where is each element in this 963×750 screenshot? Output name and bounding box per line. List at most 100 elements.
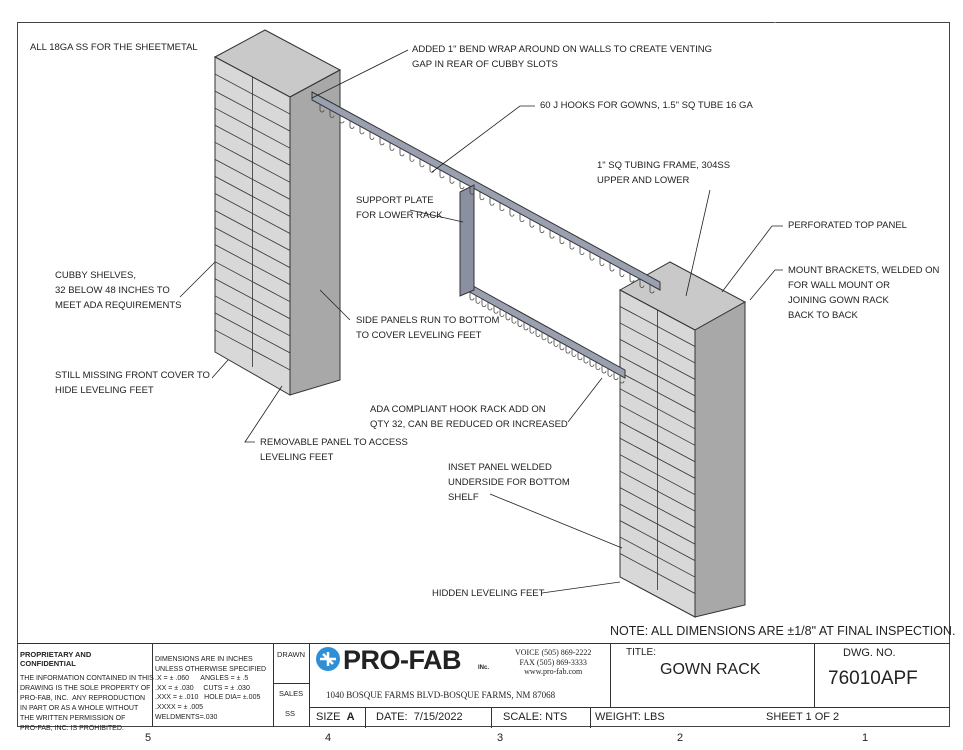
note-front-cover: STILL MISSING FRONT COVER TO HIDE LEVELI… [55, 370, 210, 396]
zone-3: 3 [497, 732, 504, 744]
j-hook [449, 175, 455, 184]
j-hook [649, 285, 655, 294]
note-support-plate: SUPPORT PLATE FOR LOWER RACK [356, 195, 443, 221]
leader-line [319, 289, 351, 321]
j-hook [479, 191, 485, 201]
j-hook [517, 318, 523, 327]
company-address: 1040 BOSQUE FARMS BLVD-BOSQUE FARMS, NM … [326, 690, 556, 700]
leader-line [179, 261, 216, 298]
zone-1: 1 [862, 732, 869, 744]
note-removable-panel: REMOVABLE PANEL TO ACCESS LEVELING FEET [260, 437, 408, 463]
zone-4: 4 [325, 732, 332, 744]
j-hook [469, 292, 475, 301]
j-hook [619, 375, 625, 384]
j-hook [419, 158, 425, 168]
j-hook [639, 279, 645, 288]
note-j-hooks: 60 J HOOKS FOR GOWNS, 1.5" SQ TUBE 16 GA [540, 100, 753, 111]
size-label: SIZE [316, 711, 341, 723]
size-value: A [346, 711, 355, 723]
j-hook [549, 230, 555, 239]
note-ada-hook-rack: ADA COMPLIANT HOOK RACK ADD ON QTY 32, C… [370, 404, 568, 430]
j-hook [339, 114, 345, 124]
j-hook [379, 136, 385, 146]
j-hook [349, 120, 355, 129]
j-hook [539, 224, 545, 234]
note-perforated-top: PERFORATED TOP PANEL [788, 220, 907, 231]
drawn-sales-cell: DRAWN SALES SS [274, 643, 310, 727]
note-bend-wrap: ADDED 1" BEND WRAP AROUND ON WALLS TO CR… [412, 44, 713, 70]
tolerances-text: DIMENSIONS ARE IN INCHES UNLESS OTHERWIS… [155, 656, 267, 721]
note-inset-panel: INSET PANEL WELDED UNDERSIDE FOR BOTTOM … [448, 462, 570, 503]
cabinet-side-panel [289, 69, 341, 396]
company-logo-text: PRO-FAB [343, 645, 462, 675]
scale: SCALE: NTS [503, 711, 568, 723]
leader-line [685, 189, 711, 297]
j-hook [607, 368, 613, 377]
j-hook [499, 202, 505, 212]
j-hook [609, 263, 615, 272]
note-tubing-frame: 1" SQ TUBING FRAME, 304SS UPPER AND LOWE… [597, 160, 731, 186]
j-hook [459, 180, 465, 190]
leader-line [541, 581, 621, 594]
j-hook [601, 365, 607, 374]
note-cubby-shelves: CUBBY SHELVES, 32 BELOW 48 INCHES TO MEE… [55, 270, 182, 311]
j-hook [595, 361, 601, 371]
tolerances-cell: DIMENSIONS ARE IN INCHES UNLESS OTHERWIS… [153, 643, 274, 727]
zone-2: 2 [677, 732, 684, 744]
sales-label: SALES [279, 689, 304, 698]
note-side-panels: SIDE PANELS RUN TO BOTTOM TO COVER LEVEL… [356, 315, 500, 341]
j-hook [481, 298, 487, 308]
company-inc: INc. [478, 665, 490, 671]
j-hook [569, 241, 575, 250]
j-hook [487, 301, 493, 311]
j-hook [589, 358, 595, 367]
contact-info: VOICE (505) 869-2222 FAX (505) 869-3333 … [515, 648, 592, 676]
sales-value: SS [285, 709, 296, 718]
leader-line [721, 225, 783, 293]
j-hook [329, 109, 335, 118]
j-hook [529, 325, 535, 334]
date-value: 7/15/2022 [413, 711, 463, 723]
j-hook [369, 131, 375, 140]
leader-line [567, 377, 603, 423]
weight: WEIGHT: LBS [595, 711, 665, 723]
dimension-note: NOTE: ALL DIMENSIONS ARE ±1/8" AT FINAL … [610, 624, 956, 638]
j-hook [319, 104, 325, 113]
j-hook [469, 186, 475, 195]
j-hook [559, 341, 565, 351]
note-mount-brackets: MOUNT BRACKETS, WELDED ON FOR WALL MOUNT… [788, 265, 940, 321]
j-hook [583, 355, 589, 364]
proprietary-cell: PROPRIETARY AND CONFIDENTIAL THE INFORMA… [17, 643, 154, 732]
j-hook [579, 246, 585, 255]
title-block [17, 643, 950, 727]
j-hook [599, 257, 605, 266]
j-hook [541, 331, 547, 341]
drawn-label: DRAWN [277, 650, 306, 659]
j-hook [553, 338, 559, 347]
leader-line [311, 49, 409, 99]
j-hook [359, 125, 365, 135]
hook-rack [311, 91, 661, 379]
sheet-number: SHEET 1 OF 2 [766, 711, 840, 723]
title-label: TITLE: [626, 647, 657, 658]
zone-5: 5 [145, 732, 152, 744]
j-hook [511, 315, 517, 324]
leader-line [489, 493, 623, 549]
dwg-number: 76010APF [828, 668, 918, 689]
proprietary-text: THE INFORMATION CONTAINED IN THIS DRAWIN… [20, 675, 154, 732]
j-hook [529, 219, 535, 228]
j-hook [535, 328, 541, 337]
title-cell: TITLE: GOWN RACK [610, 643, 815, 707]
leader-line [211, 359, 229, 379]
pro-fab-logo-icon [314, 646, 346, 672]
drawing-border [17, 22, 950, 727]
j-hook [629, 274, 635, 283]
j-hook [547, 335, 553, 344]
cabinet-side-panel [694, 301, 746, 618]
j-hook [389, 142, 395, 151]
j-hook [399, 147, 405, 157]
leader-line [749, 269, 783, 301]
j-hook [519, 213, 525, 223]
proprietary-heading: PROPRIETARY AND CONFIDENTIAL [20, 650, 92, 668]
